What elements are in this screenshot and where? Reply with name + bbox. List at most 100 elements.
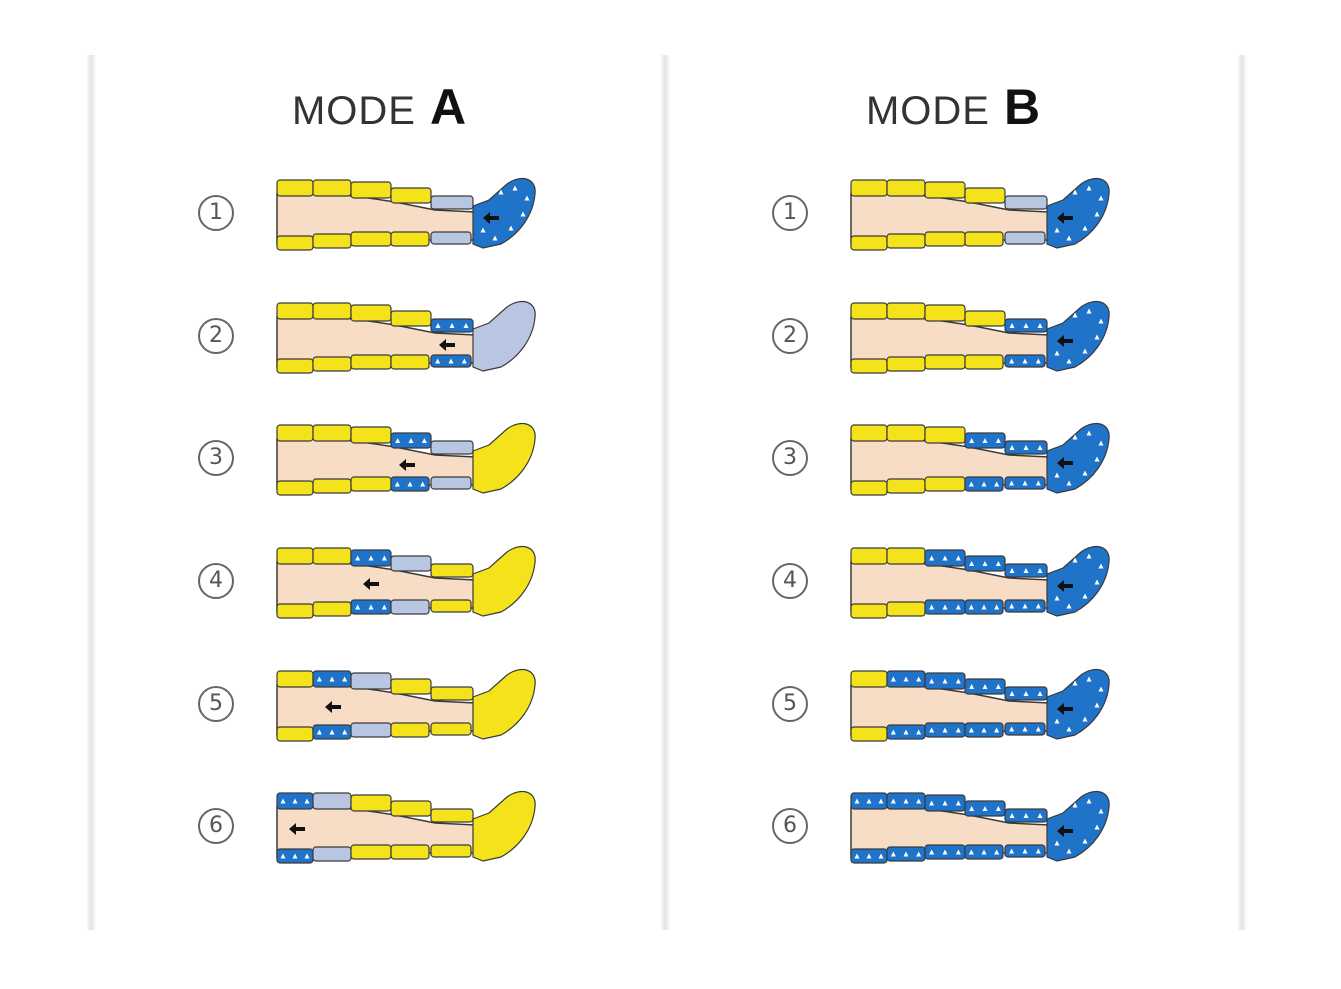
cuff-hip-inactive	[850, 235, 888, 251]
cuff-foot-active	[1046, 668, 1110, 740]
step-number: 1	[772, 195, 808, 231]
pressure-mark	[955, 555, 961, 561]
pressure-mark	[1098, 808, 1104, 814]
pressure-mark	[994, 849, 1000, 855]
leg-illustration	[275, 283, 555, 398]
pressure-mark	[982, 561, 988, 566]
pressure-mark	[969, 684, 975, 689]
pressure-mark	[435, 358, 441, 364]
cuff-calf-inactive	[430, 686, 474, 701]
pressure-mark	[878, 798, 884, 804]
cuff-hip-inactive	[276, 726, 314, 742]
cuff-upthigh-idle	[312, 792, 352, 810]
cuff-foot-active	[472, 177, 536, 249]
pressure-mark	[942, 604, 948, 610]
pressure-mark	[929, 849, 935, 855]
pressure-mark	[1035, 848, 1041, 854]
step-row: 2	[665, 283, 1241, 393]
pressure-mark	[342, 729, 348, 735]
pressure-mark	[968, 727, 974, 733]
step-number: 4	[198, 563, 234, 599]
pressure-mark	[368, 604, 374, 610]
pressure-mark	[955, 849, 961, 855]
cuff-lowthigh-idle	[350, 722, 392, 738]
pressure-mark	[1086, 430, 1092, 436]
leg-illustration	[275, 405, 555, 520]
step-row: 4	[91, 528, 667, 638]
pressure-mark	[1023, 445, 1029, 450]
cuff-hip-inactive	[276, 424, 314, 442]
pressure-mark	[1009, 568, 1015, 573]
leg-diagram	[276, 545, 536, 619]
cuff-upthigh-inactive	[886, 302, 926, 320]
pressure-mark	[1072, 557, 1078, 563]
pressure-mark	[1037, 568, 1043, 573]
cuff-upthigh-inactive	[886, 233, 926, 249]
cuff-hip-inactive	[850, 603, 888, 619]
pressure-mark	[1022, 480, 1028, 486]
cuff-calf-inactive	[430, 722, 472, 736]
pressure-mark	[1023, 691, 1029, 696]
pressure-mark	[1066, 848, 1072, 854]
leg-illustration	[849, 405, 1129, 520]
pressure-mark	[1009, 603, 1015, 609]
pressure-mark	[1009, 726, 1015, 732]
pressure-mark	[969, 806, 975, 811]
pressure-mark	[461, 358, 467, 364]
pressure-mark	[1023, 568, 1029, 573]
step-number: 1	[198, 195, 234, 231]
cuff-calf-inactive	[430, 599, 472, 613]
cuff-lowthigh-inactive	[350, 231, 392, 247]
pressure-mark	[1035, 480, 1041, 486]
cuff-foot-active	[1046, 790, 1110, 862]
leg-diagram	[850, 545, 1110, 619]
leg-illustration	[849, 773, 1129, 888]
pressure-mark	[1066, 358, 1072, 364]
cuff-upthigh-inactive	[312, 302, 352, 320]
cuff-calf-inactive	[430, 844, 472, 858]
pressure-mark	[449, 323, 455, 328]
right-border	[1237, 55, 1247, 930]
pressure-mark	[1072, 434, 1078, 440]
pressure-mark	[955, 800, 961, 806]
cuff-lowthigh-inactive	[350, 181, 392, 199]
cuff-hip-inactive	[850, 179, 888, 197]
step-row: 3	[91, 405, 667, 515]
cuff-hip-inactive	[276, 302, 314, 320]
cuff-lowthigh-inactive	[350, 844, 392, 860]
leg-illustration	[849, 160, 1129, 275]
pressure-mark	[854, 853, 860, 859]
pressure-mark	[381, 604, 387, 610]
pressure-mark	[1054, 840, 1060, 846]
step-number: 5	[198, 686, 234, 722]
cuff-calf-inactive	[430, 808, 474, 823]
cuff-upthigh-inactive	[886, 547, 926, 565]
pressure-mark	[903, 851, 909, 857]
center-divider	[660, 55, 670, 930]
pressure-mark	[1098, 318, 1104, 324]
cuff-upthigh-inactive	[312, 601, 352, 617]
pressure-mark	[420, 481, 426, 487]
pressure-mark	[1023, 813, 1029, 818]
pressure-mark	[916, 851, 922, 857]
pressure-mark	[916, 729, 922, 735]
cuff-calf-inactive	[430, 563, 474, 578]
cuff-lowthigh-inactive	[350, 794, 392, 812]
pressure-mark	[1098, 563, 1104, 569]
cuff-upthigh-inactive	[886, 179, 926, 197]
pressure-mark	[878, 853, 884, 859]
cuff-hip-inactive	[276, 179, 314, 197]
pressure-mark	[994, 481, 1000, 487]
cuff-knee-inactive	[390, 722, 430, 738]
pressure-mark	[942, 727, 948, 733]
cuff-hip-inactive	[276, 547, 314, 565]
pressure-mark	[1022, 848, 1028, 854]
cuff-knee-idle	[390, 555, 432, 572]
cuff-knee-inactive	[964, 354, 1004, 370]
pressure-mark	[866, 798, 872, 804]
pressure-mark	[280, 853, 286, 859]
flow-arrow-icon	[1057, 335, 1073, 347]
pressure-mark	[1094, 334, 1100, 340]
